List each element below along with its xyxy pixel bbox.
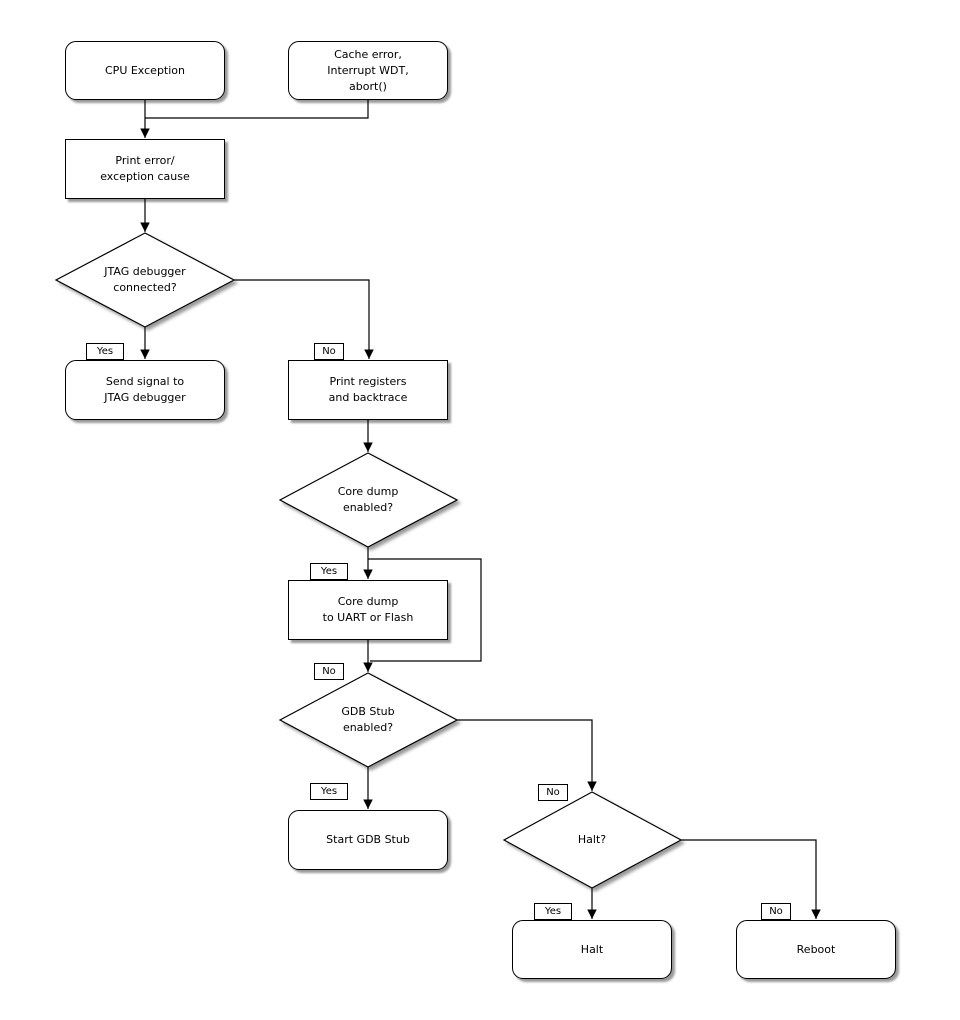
- node-reboot: Reboot: [736, 920, 896, 979]
- edge-coredump-no-bypass: [368, 558, 482, 662]
- node-core-dump-write: Core dump to UART or Flash: [288, 580, 448, 640]
- decision-core-dump-enabled: [278, 452, 459, 548]
- edge-label-halt-yes: Yes: [534, 903, 572, 920]
- edge-halt-no: [681, 839, 821, 919]
- node-start-gdb-stub: Start GDB Stub: [288, 810, 448, 870]
- node-halt: Halt: [512, 920, 672, 979]
- node-cache-error: Cache error, Interrupt WDT, abort(): [288, 41, 448, 100]
- node-send-signal-jtag: Send signal to JTAG debugger: [65, 360, 225, 420]
- node-cpu-exception: CPU Exception: [65, 41, 225, 100]
- node-print-registers: Print registers and backtrace: [288, 360, 448, 420]
- decision-gdb-stub-enabled: [278, 672, 459, 768]
- edge-label-jtag-yes: Yes: [86, 343, 124, 360]
- edge-label-jtag-no: No: [314, 343, 344, 360]
- decision-halt: [502, 791, 683, 889]
- edge-label-gdb-no: No: [538, 784, 568, 801]
- edge-label-halt-no: No: [761, 903, 791, 920]
- edge-label-gdb-yes: Yes: [310, 783, 348, 800]
- node-print-error: Print error/ exception cause: [65, 139, 225, 199]
- decision-jtag-connected: [54, 232, 236, 328]
- edge-gdb-no: [457, 719, 597, 791]
- edge-label-core-dump-yes: Yes: [310, 563, 348, 580]
- edge-jtag-no: [234, 279, 374, 359]
- edge-label-core-dump-no: No: [314, 663, 344, 680]
- edge-cache-merge: [145, 100, 369, 119]
